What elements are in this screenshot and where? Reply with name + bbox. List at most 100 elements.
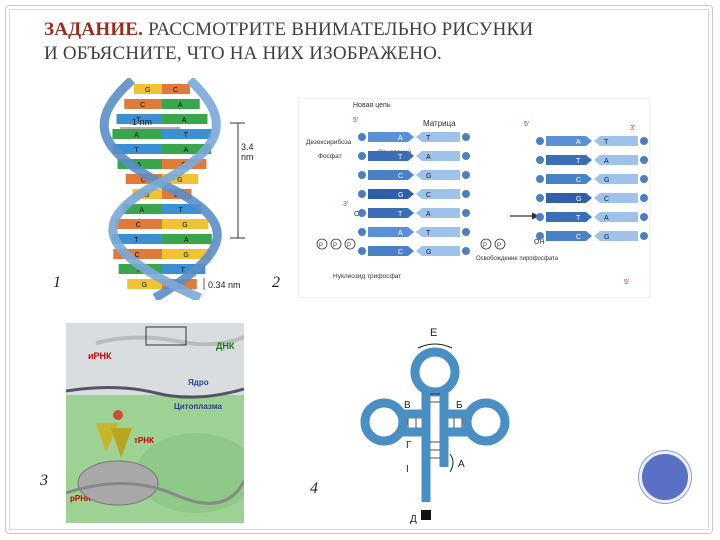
figure-number-2: 2 bbox=[272, 274, 280, 291]
base-letter: A bbox=[184, 147, 189, 154]
base-pair-right bbox=[162, 174, 199, 184]
base-letter: C bbox=[140, 102, 145, 109]
nucleotide-new bbox=[368, 189, 414, 199]
nucleotide-template bbox=[594, 136, 638, 146]
base-letter: C bbox=[141, 177, 146, 184]
base-pair-left bbox=[117, 159, 162, 169]
label-3prime-left: 3' bbox=[343, 201, 348, 208]
base-pair-right bbox=[162, 234, 212, 244]
base-letter: G bbox=[142, 282, 147, 289]
title-line1: РАССМОТРИТЕ ВНИМАТЕЛЬНО РИСУНКИ bbox=[143, 19, 534, 40]
released-pyrophosphate bbox=[494, 238, 506, 250]
nucleotide-template bbox=[594, 155, 638, 165]
nucleotide-template bbox=[594, 231, 638, 241]
base-pair-left bbox=[125, 174, 162, 184]
base-letter: T bbox=[181, 267, 186, 274]
pyrophosphate-circle bbox=[316, 238, 328, 250]
dnk-label: ДНК bbox=[216, 341, 235, 351]
sugar-phosphate bbox=[536, 232, 544, 240]
base-letter: G bbox=[576, 196, 581, 203]
released-pyrophosphate bbox=[480, 238, 492, 250]
base-letter: A bbox=[178, 102, 183, 109]
figure-4-trna-cloverleaf: Е В Б Г I А Д bbox=[360, 327, 510, 525]
sugar-phosphate bbox=[536, 137, 544, 145]
nucleotide-template bbox=[594, 212, 638, 222]
trna-left-loop bbox=[360, 398, 408, 446]
base-pair-left bbox=[116, 114, 162, 124]
base-pair-left bbox=[115, 219, 162, 229]
nucleotide-template bbox=[416, 227, 460, 237]
label-5prime-top: 5' bbox=[353, 117, 358, 124]
nuclear-membrane bbox=[66, 385, 244, 399]
base-pair-right bbox=[162, 84, 190, 94]
sugar-phosphate bbox=[358, 209, 366, 217]
width-label: 1 nm bbox=[132, 117, 152, 127]
sugar-phosphate bbox=[462, 152, 470, 160]
label-g: Г bbox=[406, 440, 412, 451]
base-letter: G bbox=[177, 177, 182, 184]
base-letter: G bbox=[604, 177, 609, 184]
base-pair-right bbox=[162, 129, 212, 139]
nucleotide-new bbox=[546, 155, 592, 165]
base-letter: C bbox=[136, 222, 141, 229]
sugar-phosphate bbox=[462, 209, 470, 217]
label-i: I bbox=[406, 464, 409, 475]
sugar-phosphate bbox=[358, 152, 366, 160]
base-letter: A bbox=[604, 158, 609, 165]
base-pair-left bbox=[113, 249, 162, 259]
nucleotide-new bbox=[368, 170, 414, 180]
base-pair-left bbox=[122, 204, 162, 214]
base-pair-right bbox=[162, 249, 211, 259]
rise-label: 0.34 nm bbox=[208, 280, 241, 290]
cytoplasm-label: Цитоплазма bbox=[174, 402, 223, 411]
base-letter: C bbox=[398, 249, 403, 256]
nucleotide-template bbox=[416, 189, 460, 199]
sugar-phosphate bbox=[536, 156, 544, 164]
nucleotide-new bbox=[368, 132, 414, 142]
base-letter: G bbox=[604, 234, 609, 241]
nucleotide-template bbox=[416, 132, 460, 142]
base-letter: A bbox=[604, 215, 609, 222]
slide-inner-frame bbox=[9, 9, 709, 530]
trna-3prime-end bbox=[421, 510, 431, 520]
nucleotide-new bbox=[546, 136, 592, 146]
deoxyribose-label: Дезоксирибоза bbox=[306, 138, 352, 146]
sugar-phosphate bbox=[358, 171, 366, 179]
base-letter: G bbox=[426, 173, 431, 180]
base-letter: C bbox=[173, 87, 178, 94]
base-letter: A bbox=[426, 154, 431, 161]
mrna-strand-top bbox=[95, 335, 244, 347]
base-pair-left bbox=[112, 234, 162, 244]
sugar-phosphate bbox=[358, 190, 366, 198]
sugar-phosphate bbox=[640, 232, 648, 240]
base-letter: T bbox=[184, 132, 189, 139]
sugar-phosphate bbox=[536, 213, 544, 221]
base-letter: C bbox=[426, 192, 431, 199]
sugar-phosphate bbox=[358, 133, 366, 141]
base-letter: A bbox=[398, 230, 403, 237]
pitch-unit: nm bbox=[241, 152, 254, 162]
phosphate-label: Фосфат bbox=[318, 153, 342, 160]
base-letter: A bbox=[134, 132, 139, 139]
helix-strand-a bbox=[99, 78, 222, 300]
nucleotide-template bbox=[416, 246, 460, 256]
phosphate-letter: P bbox=[347, 243, 351, 249]
figure-number-1: 1 bbox=[53, 274, 61, 291]
base-pair-left bbox=[134, 84, 162, 94]
sugar-phosphate bbox=[358, 228, 366, 236]
base-letter: G bbox=[426, 249, 431, 256]
nucleotide-new bbox=[546, 231, 592, 241]
new-chain-label: Новая цепь bbox=[353, 102, 391, 109]
base-letter: A bbox=[182, 117, 187, 124]
title-line2: И ОБЪЯСНИТЕ, ЧТО НА НИХ ИЗОБРАЖЕНО. bbox=[44, 43, 442, 64]
label-oh-right: OH bbox=[534, 239, 545, 246]
base-letter: A bbox=[139, 207, 144, 214]
sugar-phosphate bbox=[536, 194, 544, 202]
base-pair-left bbox=[124, 99, 162, 109]
base-letter: G bbox=[182, 222, 187, 229]
base-pair-right bbox=[162, 204, 202, 214]
nucleotide-new bbox=[368, 227, 414, 237]
base-pair-left bbox=[112, 144, 162, 154]
figure-number-3: 3 bbox=[40, 472, 48, 489]
